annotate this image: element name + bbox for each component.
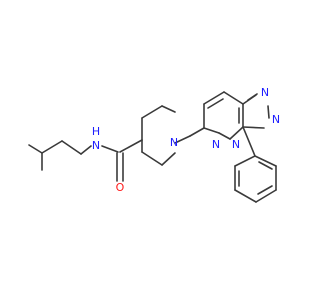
bond-chain-1 — [41, 140, 63, 154]
carbonyl-oxygen-label: O — [116, 181, 125, 194]
bond-phenyl-4 — [234, 189, 257, 203]
bond-triazole-to-phenyl — [242, 126, 256, 157]
bond-pyridazine-3 — [203, 91, 225, 105]
triazole-nitrogen-2-label: N — [272, 113, 280, 126]
bond-triazole-3 — [242, 126, 265, 129]
bond-layer — [28, 91, 277, 203]
bond-carbonyl-to-piperidine — [119, 139, 143, 153]
atom-label-layer: N H O N N N N N — [92, 86, 280, 194]
bond-triazole-2 — [267, 105, 270, 119]
amide-nitrogen-label: N — [92, 139, 100, 152]
bond-piperidine-3 — [161, 105, 176, 113]
bond-phenyl-1 — [254, 155, 277, 167]
amide-hydrogen-label: H — [92, 125, 100, 138]
bond-phenyl-double-2 — [257, 185, 273, 195]
bond-chain-to-amide-n — [80, 145, 92, 155]
bond-amide-n-carbonyl — [101, 145, 119, 153]
bond-pyridazine-6 — [218, 132, 231, 140]
bond-phenyl-3 — [255, 189, 277, 203]
bond-phenyl-double-1 — [258, 161, 273, 170]
piperidine-nitrogen-label: N — [170, 136, 178, 149]
chemical-structure-diagram: N H O N N N N N — [28, 86, 280, 203]
bond-pyridazine-4 — [223, 91, 244, 105]
bond-phenyl-6 — [234, 155, 256, 167]
bond-isopropyl-methyl-top — [28, 144, 43, 154]
pyridazine-nitrogen-2-label: N — [232, 138, 240, 151]
triazole-nitrogen-1-label: N — [261, 86, 269, 99]
bond-piperidine-to-pyridazine — [174, 135, 191, 144]
bond-pyridazine-double-1 — [207, 98, 224, 109]
bond-triazole-4 — [229, 126, 244, 140]
bond-piperidine-2 — [141, 105, 163, 119]
bond-chain-2 — [61, 140, 82, 155]
bond-piperidine-5 — [141, 151, 163, 166]
bond-triazole-double — [247, 93, 258, 101]
bond-pyridazine-1 — [189, 127, 205, 137]
bond-pyridazine-7 — [203, 127, 220, 134]
pyridazine-nitrogen-1-label: N — [212, 138, 220, 151]
bond-piperidine-4 — [161, 152, 176, 166]
